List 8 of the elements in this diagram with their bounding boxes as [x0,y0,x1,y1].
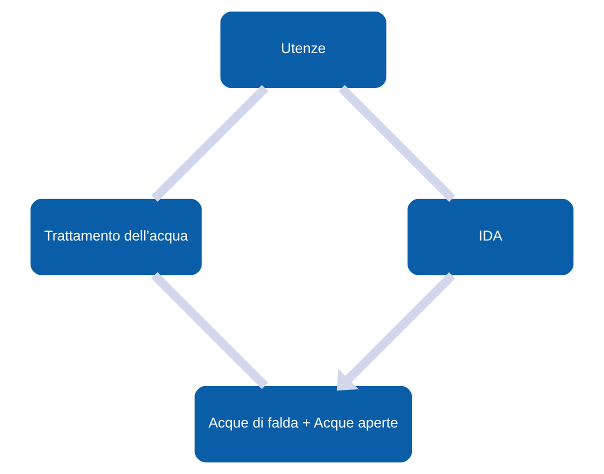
connector [151,84,268,202]
connector [338,85,456,202]
node-box: Trattamento dell’acqua [30,198,202,276]
node-box: Utenze [220,12,386,88]
connector [151,272,268,389]
arrow [336,272,456,391]
node-box: Acque di falda + Acque aperte [194,386,412,462]
node-box: IDA [408,198,574,276]
